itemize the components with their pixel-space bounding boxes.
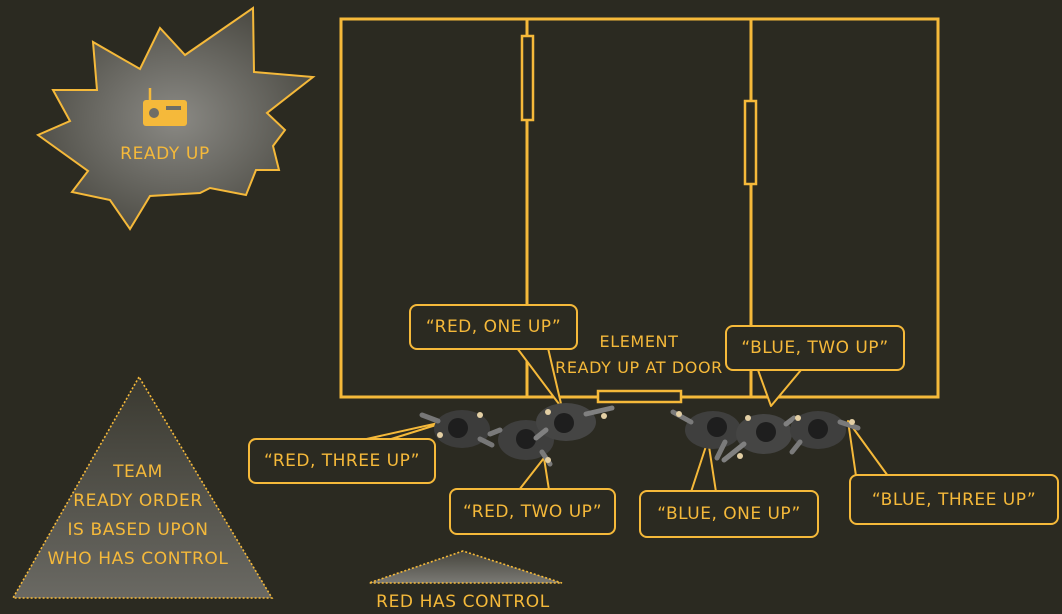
team-order-triangle [11,375,274,599]
control-triangle [368,550,563,584]
interior-door-right [743,99,758,186]
door-label-line-1: ELEMENT [599,332,679,351]
door-label-line-2: READY UP AT DOOR [555,358,723,377]
operator-blue-one [670,409,741,461]
callout-blue-two: “BLUE, TWO UP” [725,325,905,371]
callout-pointers [361,347,889,493]
callout-blue-one: “BLUE, ONE UP” [639,490,819,538]
team-order-line-2: READY ORDER [73,491,203,511]
operator-red-one [533,403,615,441]
operator-blue-two [721,414,797,463]
callout-red-one: “RED, ONE UP” [409,304,578,350]
door-label: ELEMENT READY UP AT DOOR [548,329,730,381]
team-order-line-3: IS BASED UPON [67,520,209,540]
operator-red-two [487,420,554,467]
team-order-line-4: WHO HAS CONTROL [47,549,229,569]
callout-blue-three: “BLUE, THREE UP” [849,474,1059,525]
callout-red-three: “RED, THREE UP” [248,438,436,484]
operator-red-three [419,410,495,448]
ready-up-label: READY UP [120,144,210,164]
entry-door [596,389,683,404]
operator-blue-three [789,411,861,455]
interior-door-left [520,34,535,122]
radio-icon [143,88,187,126]
team-order-text: TEAM READY ORDER IS BASED UPON WHO HAS C… [30,458,246,574]
control-label: RED HAS CONTROL [376,592,550,612]
callout-red-two: “RED, TWO UP” [449,488,616,535]
operators [419,403,861,467]
team-order-line-1: TEAM [113,462,163,482]
